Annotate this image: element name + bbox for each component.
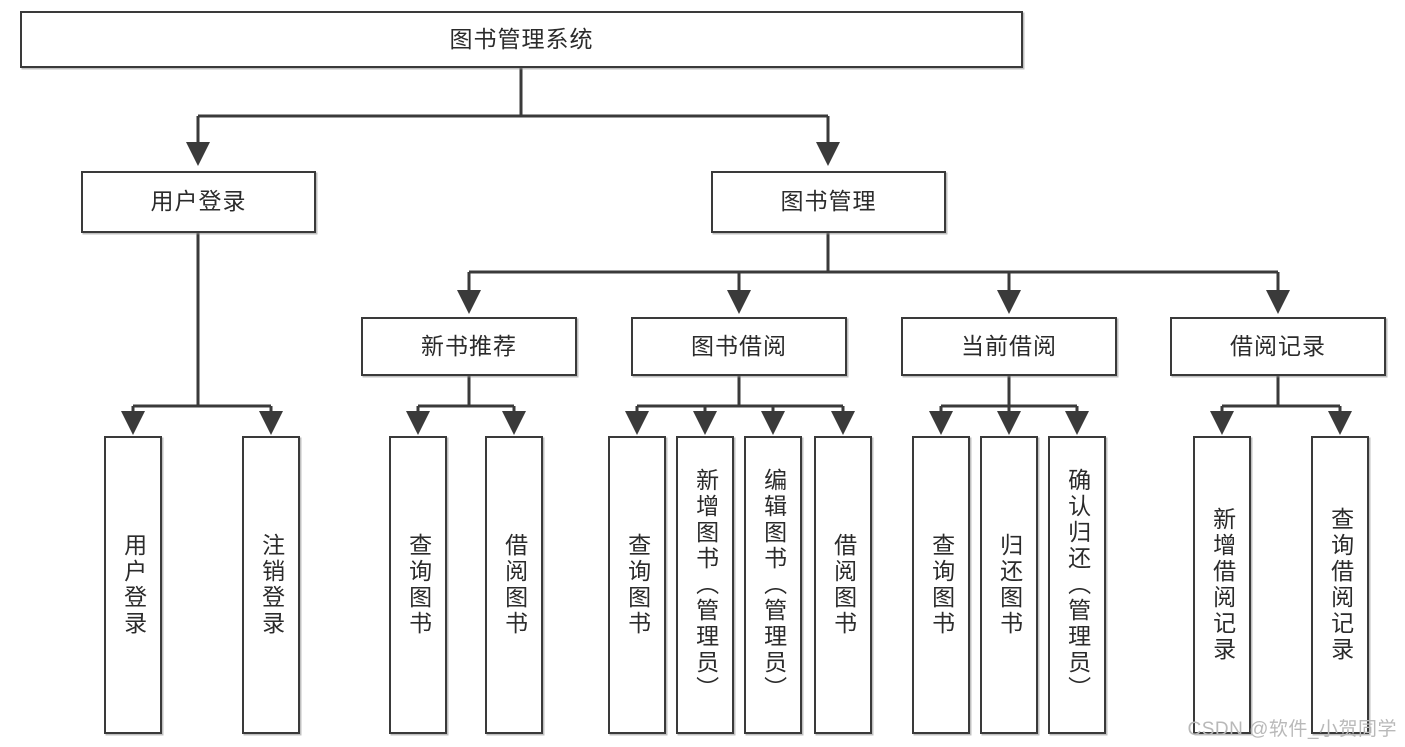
- node-leaf-current-borrow-2-label: 归还图书: [996, 533, 1023, 637]
- node-user-login-label: 用户登录: [150, 188, 247, 215]
- node-leaf-book-borrow-4-label: 借阅图书: [830, 533, 857, 637]
- node-leaf-user-login-2-label: 注销登录: [258, 533, 285, 637]
- node-book-manage[interactable]: 图书管理: [711, 171, 946, 233]
- node-user-login[interactable]: 用户登录: [81, 171, 316, 233]
- node-root-label: 图书管理系统: [449, 25, 594, 52]
- node-leaf-user-login-1-label: 用户登录: [120, 533, 147, 637]
- node-leaf-current-borrow-1-label: 查询图书: [928, 533, 955, 637]
- node-leaf-new-book-rec-1-label: 查询图书: [405, 533, 432, 637]
- node-book-borrow-label: 图书借阅: [691, 332, 787, 359]
- node-borrow-record-label: 借阅记录: [1230, 332, 1326, 359]
- node-current-borrow-label: 当前借阅: [961, 332, 1057, 359]
- node-leaf-book-borrow-3-label: 编辑图书（管理员）: [760, 468, 787, 702]
- node-leaf-book-borrow-1[interactable]: 查询图书: [608, 436, 666, 734]
- node-leaf-new-book-rec-1[interactable]: 查询图书: [389, 436, 447, 734]
- node-leaf-borrow-record-2[interactable]: 查询借阅记录: [1311, 436, 1369, 734]
- node-leaf-book-borrow-3[interactable]: 编辑图书（管理员）: [744, 436, 802, 734]
- node-leaf-user-login-1[interactable]: 用户登录: [104, 436, 162, 734]
- node-leaf-current-borrow-3-label: 确认归还（管理员）: [1064, 468, 1091, 702]
- node-leaf-book-borrow-2-label: 新增图书（管理员）: [692, 468, 719, 702]
- node-current-borrow[interactable]: 当前借阅: [901, 317, 1117, 376]
- node-leaf-current-borrow-2[interactable]: 归还图书: [980, 436, 1038, 734]
- node-new-book-rec[interactable]: 新书推荐: [361, 317, 577, 376]
- node-leaf-borrow-record-2-label: 查询借阅记录: [1327, 507, 1354, 663]
- node-leaf-book-borrow-4[interactable]: 借阅图书: [814, 436, 872, 734]
- node-leaf-borrow-record-1[interactable]: 新增借阅记录: [1193, 436, 1251, 734]
- node-borrow-record[interactable]: 借阅记录: [1170, 317, 1386, 376]
- node-new-book-rec-label: 新书推荐: [421, 332, 517, 359]
- node-leaf-new-book-rec-2[interactable]: 借阅图书: [485, 436, 543, 734]
- node-book-manage-label: 图书管理: [780, 188, 877, 215]
- node-leaf-book-borrow-2[interactable]: 新增图书（管理员）: [676, 436, 734, 734]
- node-leaf-borrow-record-1-label: 新增借阅记录: [1209, 507, 1236, 663]
- node-book-borrow[interactable]: 图书借阅: [631, 317, 847, 376]
- node-leaf-book-borrow-1-label: 查询图书: [624, 533, 651, 637]
- node-leaf-user-login-2[interactable]: 注销登录: [242, 436, 300, 734]
- node-leaf-current-borrow-1[interactable]: 查询图书: [912, 436, 970, 734]
- node-leaf-current-borrow-3[interactable]: 确认归还（管理员）: [1048, 436, 1106, 734]
- node-leaf-new-book-rec-2-label: 借阅图书: [501, 533, 528, 637]
- node-root[interactable]: 图书管理系统: [20, 11, 1023, 68]
